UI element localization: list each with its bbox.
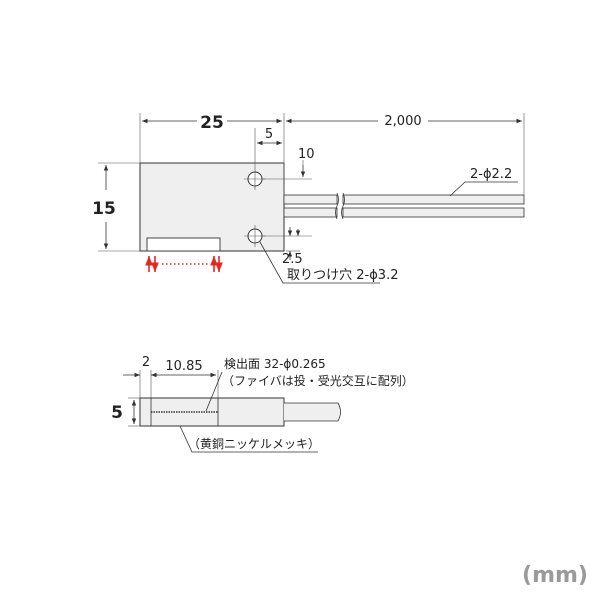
dim-side-length: 10.85	[165, 359, 202, 374]
dim-thickness: 5	[111, 403, 123, 423]
dim-width: 25	[200, 113, 224, 133]
dim-height: 15	[92, 199, 116, 219]
label-fiber-arrangement: （ファイバは投・受光交互に配列）	[222, 373, 414, 388]
mount-hole-lower	[244, 225, 266, 247]
label-cable: 2-ϕ2.2	[470, 167, 512, 182]
label-material: （黄銅ニッケルメッキ）	[188, 437, 320, 451]
side-view: 2 10.85 5 検出面 32-ϕ0.265 （ファイバは投・受光交互に配列）…	[111, 355, 414, 453]
dim-tip: 2	[142, 355, 150, 370]
side-cable	[284, 402, 341, 422]
unit-label: (mm)	[522, 563, 588, 588]
dim-bottom-margin: 2.5	[282, 252, 303, 267]
fiber-cable	[283, 192, 525, 220]
top-view: 25 2,000 5 10 15 2.5 2-ϕ2.2 取りつけ穴 2-ϕ3.2	[92, 113, 525, 284]
dim-hole-offset: 5	[265, 127, 273, 142]
detection-window	[146, 237, 221, 252]
label-detection-face: 検出面 32-ϕ0.265	[224, 357, 326, 371]
dim-cable-length: 2,000	[384, 114, 421, 129]
dim-top-margin: 10	[298, 147, 315, 162]
emit-receive-arrows	[145, 256, 223, 272]
label-mount-holes: 取りつけ穴 2-ϕ3.2	[287, 268, 398, 283]
